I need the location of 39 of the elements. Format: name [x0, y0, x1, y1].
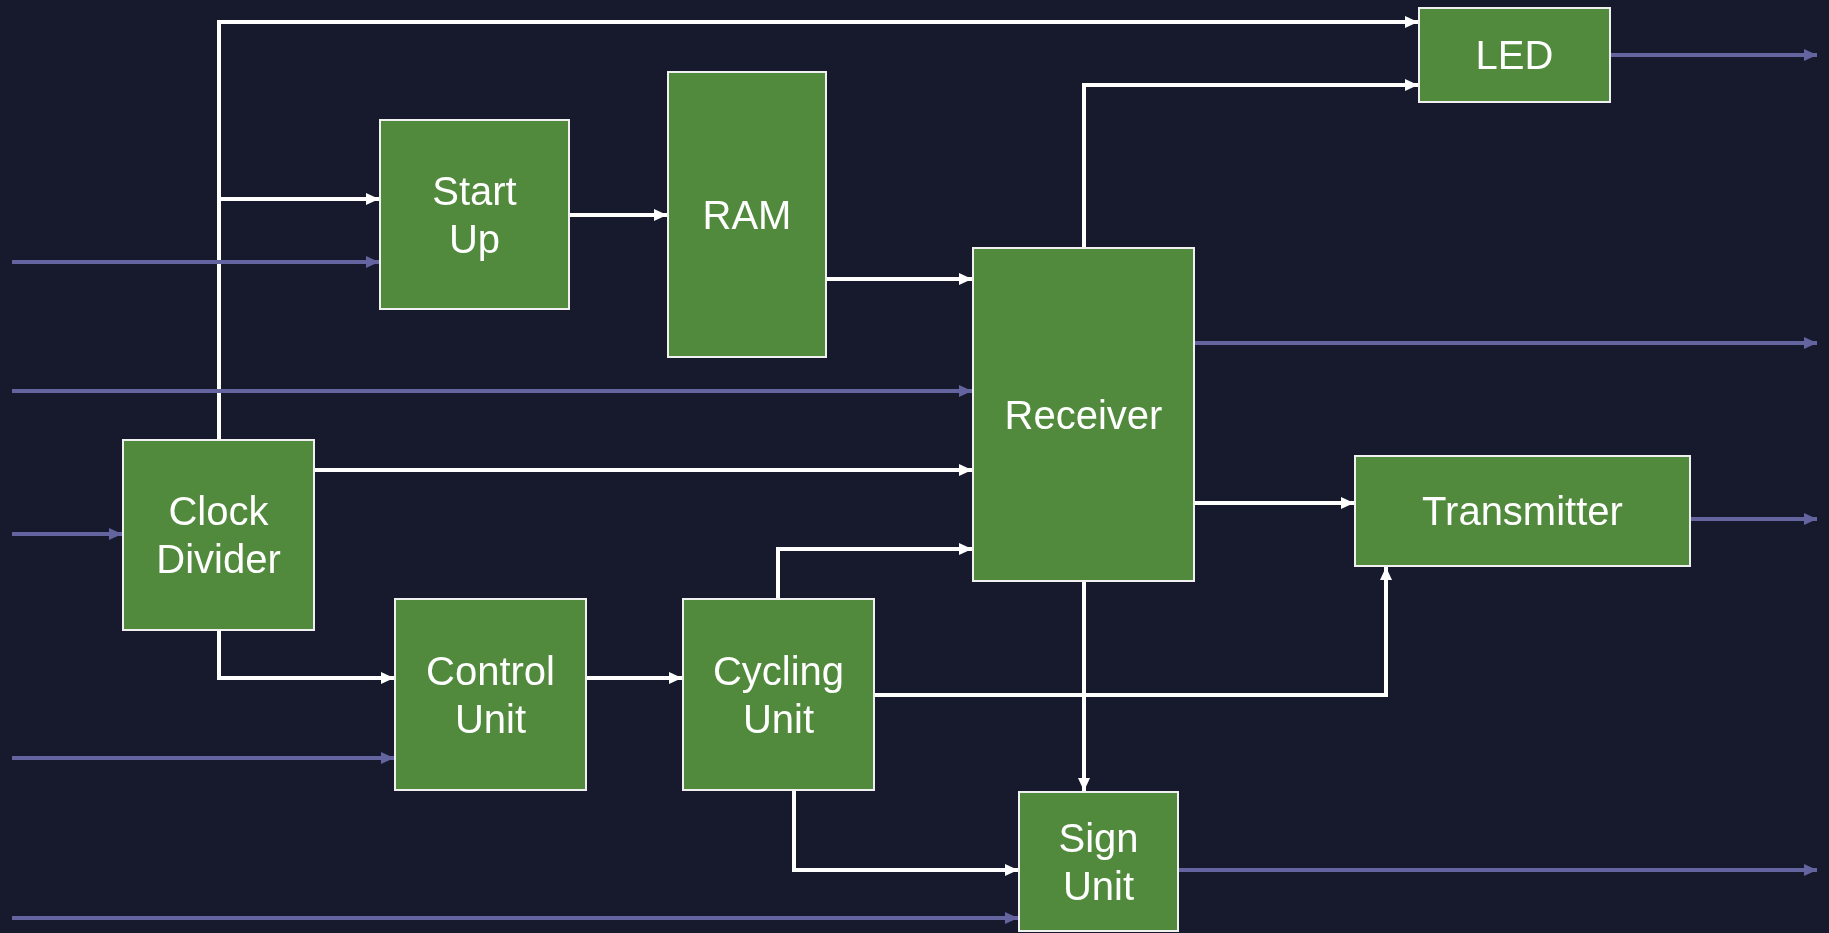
arrow — [792, 791, 1018, 876]
arrow — [875, 567, 1392, 697]
process-box — [1354, 455, 1691, 567]
box-label: RAM — [702, 191, 792, 239]
box-label: Receiver — [1004, 391, 1163, 439]
process-box — [682, 598, 875, 791]
arrow — [315, 464, 972, 476]
arrow — [1691, 513, 1817, 525]
box-label: Clock Divider — [155, 488, 282, 583]
arrow — [1179, 864, 1817, 876]
arrow — [1082, 79, 1418, 247]
process-box — [1418, 7, 1611, 103]
box-label: Sign Unit — [1057, 814, 1140, 910]
process-box — [122, 439, 315, 631]
process-box — [1018, 791, 1179, 932]
box-label: Cycling Unit — [711, 647, 846, 743]
box-label: Start Up — [431, 167, 518, 263]
arrow — [570, 209, 667, 221]
arrow — [12, 752, 394, 764]
process-box — [972, 247, 1195, 582]
process-box — [379, 119, 570, 310]
box-label: Control Unit — [425, 647, 556, 743]
arrow — [827, 273, 972, 285]
process-box — [667, 71, 827, 358]
arrow — [217, 193, 379, 439]
arrow — [12, 912, 1018, 924]
arrow — [1078, 582, 1090, 791]
arrow — [12, 528, 122, 540]
arrow — [1195, 337, 1817, 349]
arrow — [217, 631, 394, 684]
arrow — [776, 543, 972, 598]
arrow — [12, 256, 379, 268]
arrow — [1611, 49, 1817, 61]
arrow — [587, 672, 682, 684]
box-label: Transmitter — [1422, 488, 1623, 535]
arrow — [1195, 497, 1354, 509]
box-label: LED — [1475, 32, 1554, 79]
arrow — [12, 385, 972, 397]
process-box — [394, 598, 587, 791]
